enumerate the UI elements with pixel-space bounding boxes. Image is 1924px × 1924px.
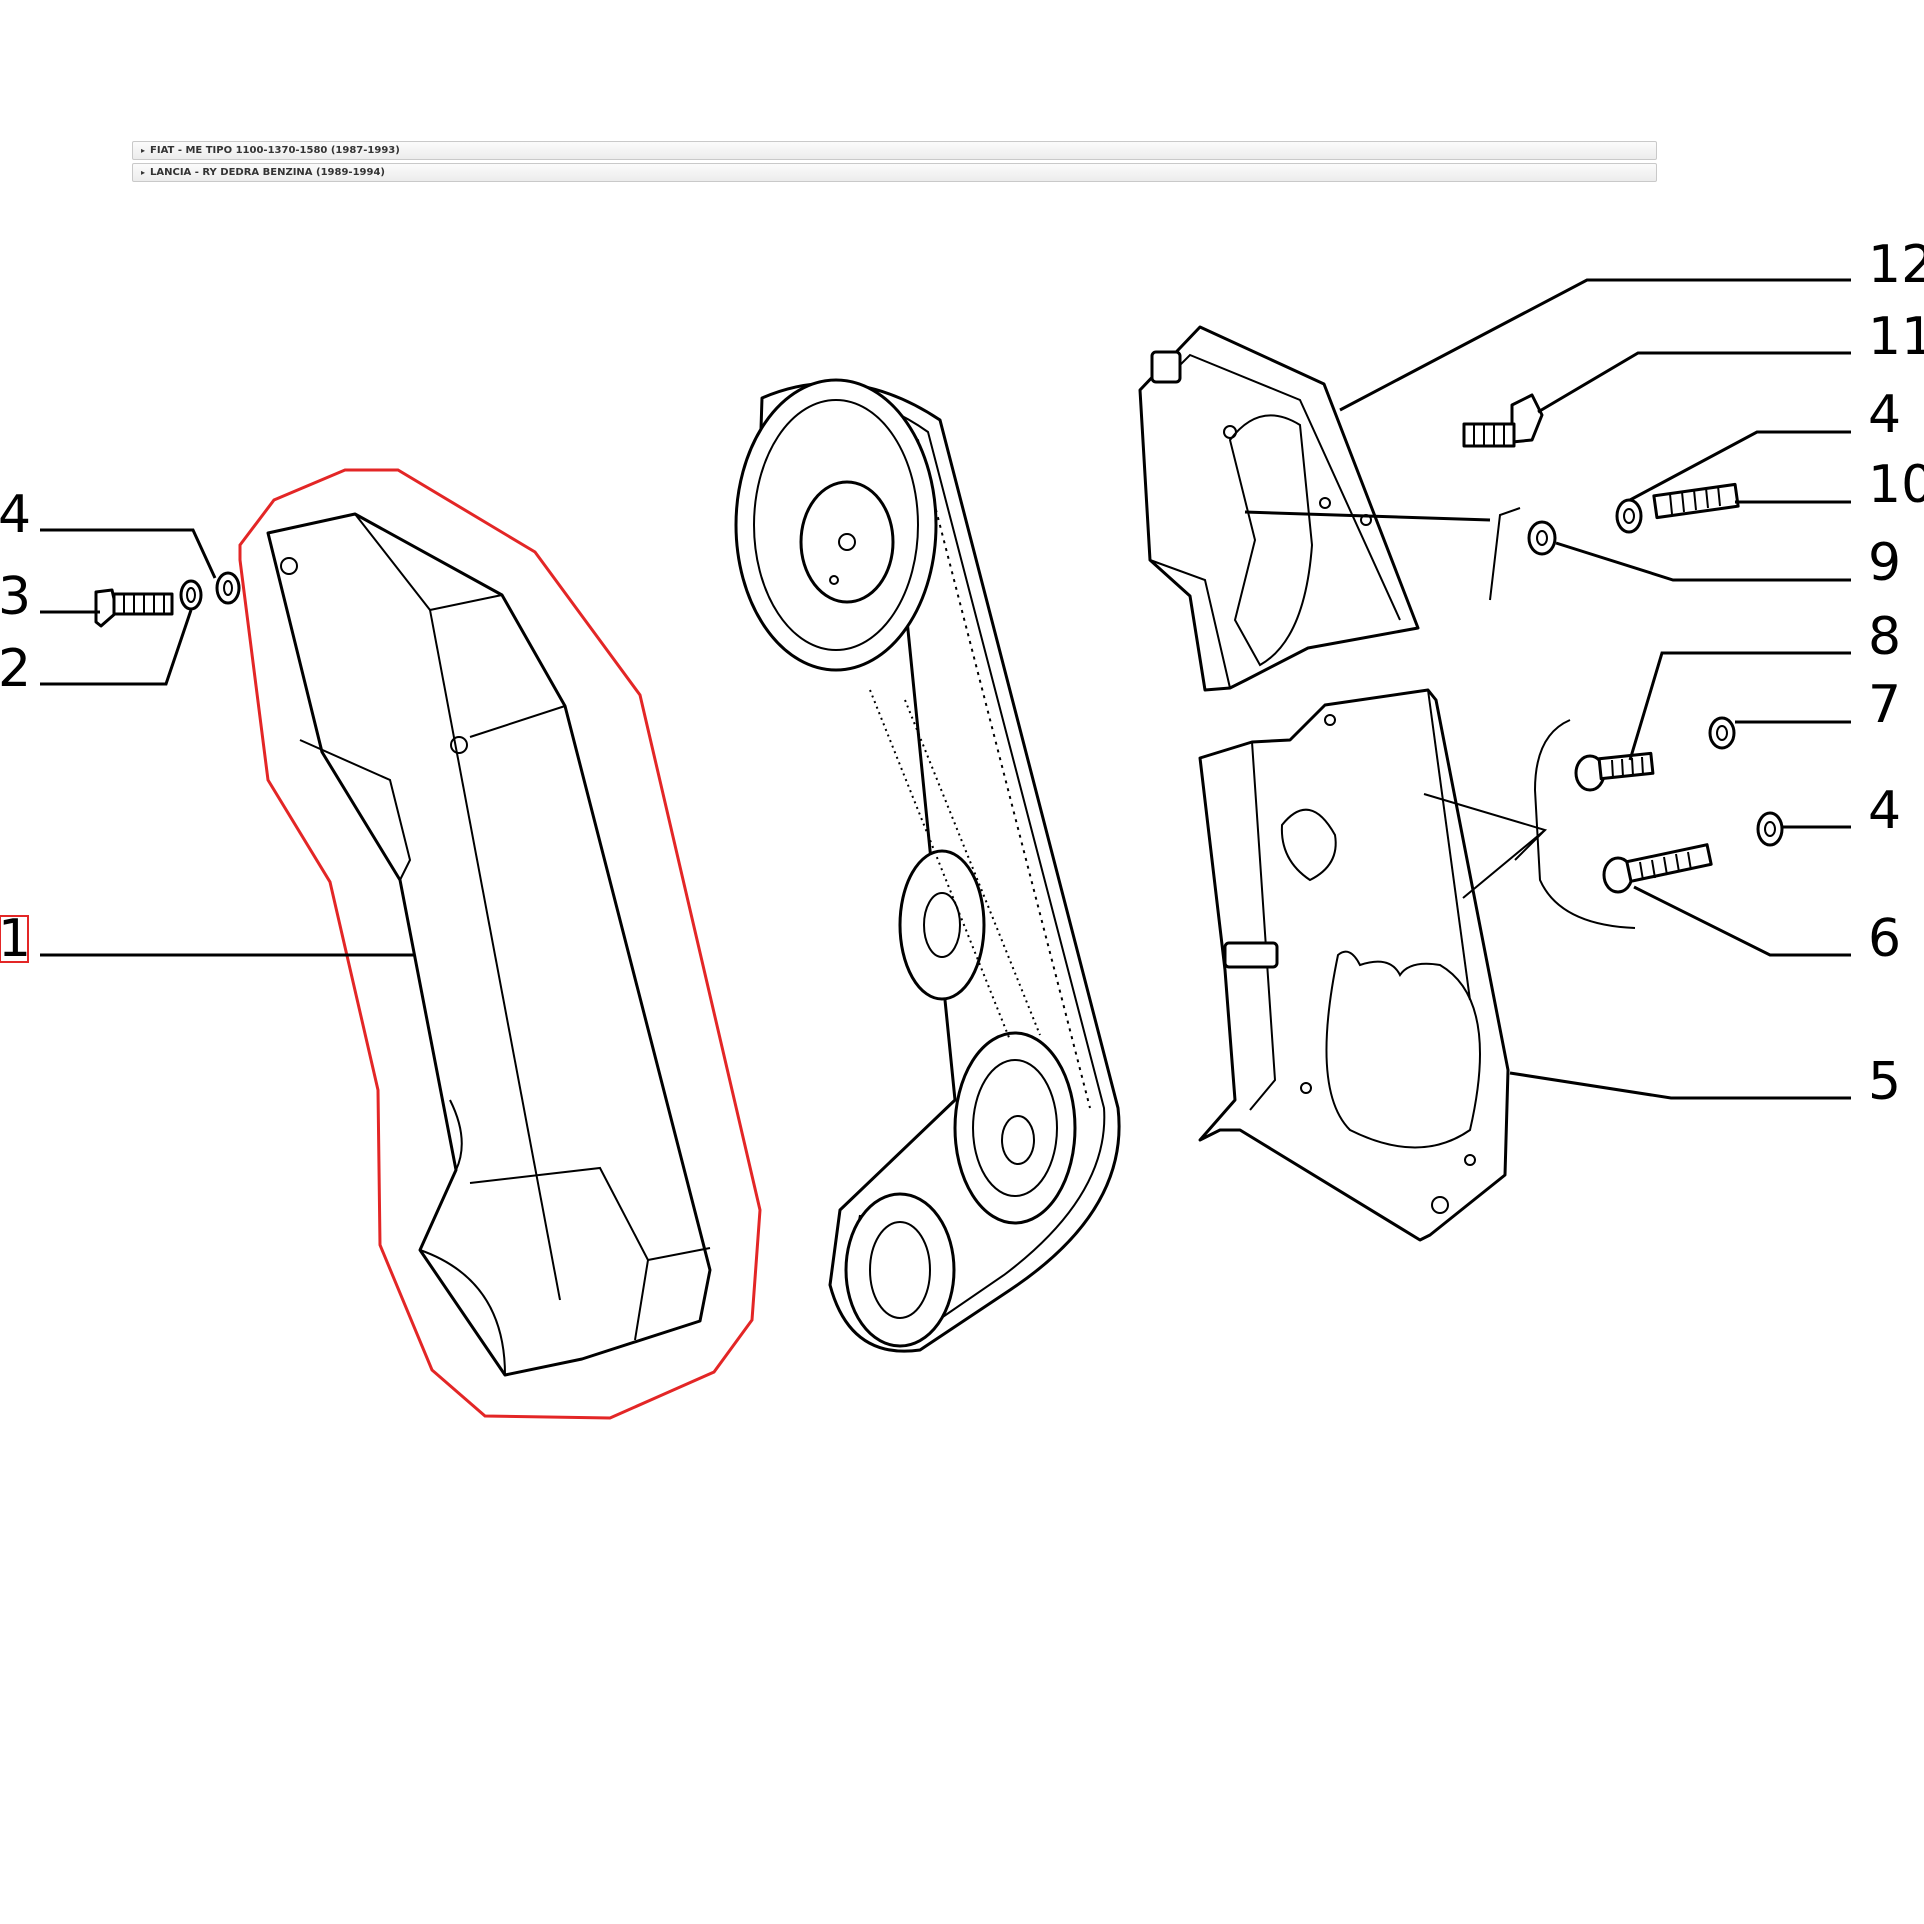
callout-number[interactable]: 9	[1868, 533, 1901, 593]
callout-number[interactable]: 12	[1868, 235, 1924, 295]
triangle-right-icon: ▸	[141, 146, 146, 155]
leader-lines	[40, 278, 1851, 1100]
callout-number[interactable]: 4	[1868, 781, 1901, 841]
selection-outline	[238, 468, 762, 1420]
part-9-nut[interactable]	[1527, 520, 1557, 556]
part-3-bolt[interactable]	[94, 588, 174, 628]
timing-belt-assembly	[734, 378, 1121, 1353]
part-4-washer-lower-right[interactable]	[1756, 811, 1784, 847]
callout-number[interactable]: 5	[1868, 1052, 1901, 1112]
part-6-bolt[interactable]	[1602, 843, 1713, 894]
callout-number[interactable]: 11	[1868, 307, 1924, 367]
callout-number[interactable]: 4	[0, 485, 31, 545]
part-2-spring-washer[interactable]	[179, 579, 203, 611]
triangle-right-icon: ▸	[141, 168, 146, 177]
callout-highlight-box	[0, 915, 29, 963]
part-10-stud[interactable]	[1652, 482, 1740, 520]
part-8-bolt[interactable]	[1574, 751, 1655, 792]
application-label: FIAT - ME TIPO 1100-1370-1580 (1987-1993…	[150, 145, 400, 156]
part-12-upper-rear-cover[interactable]	[1138, 325, 1420, 692]
callout-number[interactable]: 1	[0, 909, 31, 969]
application-row-lancia[interactable]: ▸ LANCIA - RY DEDRA BENZINA (1989-1994)	[132, 163, 1657, 182]
callout-number[interactable]: 8	[1868, 607, 1901, 667]
application-row-fiat[interactable]: ▸ FIAT - ME TIPO 1100-1370-1580 (1987-19…	[132, 141, 1657, 160]
part-4-washer-upper-right[interactable]	[1615, 498, 1643, 534]
callout-number[interactable]: 4	[1868, 385, 1901, 445]
callout-number[interactable]: 6	[1868, 909, 1901, 969]
part-4-washer-left[interactable]	[215, 571, 241, 605]
callout-number[interactable]: 7	[1868, 675, 1901, 735]
application-label: LANCIA - RY DEDRA BENZINA (1989-1994)	[150, 167, 385, 178]
callout-number[interactable]: 3	[0, 567, 31, 627]
part-5-lower-rear-cover[interactable]	[1198, 688, 1510, 1242]
callout-number[interactable]: 10	[1868, 455, 1924, 515]
part-11-flange-bolt[interactable]	[1462, 393, 1544, 448]
part-7-washer[interactable]	[1708, 716, 1736, 750]
callout-number[interactable]: 2	[0, 639, 31, 699]
part-1-outer-timing-cover[interactable]	[266, 512, 712, 1377]
